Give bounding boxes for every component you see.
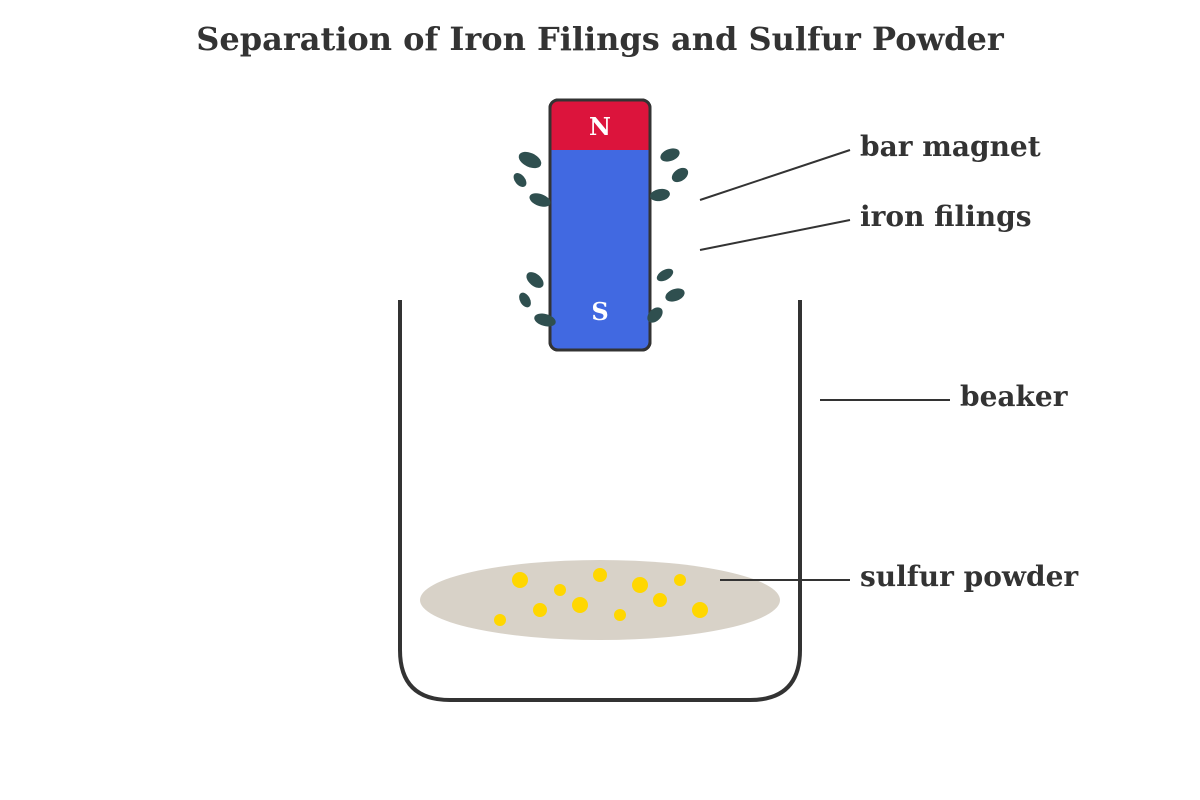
iron-filing <box>647 307 663 323</box>
iron-filings-leader-line <box>699 219 851 251</box>
magnet-north-cap <box>550 100 650 150</box>
iron-filing <box>529 193 551 207</box>
sulfur-particle <box>632 577 648 593</box>
bar-magnet: N S <box>548 98 652 352</box>
sulfur-particle <box>533 603 547 617</box>
sulfur-powder-label: sulfur powder <box>860 560 1079 593</box>
bar-magnet-label: bar magnet <box>860 130 1041 163</box>
sulfur-particle <box>494 614 506 626</box>
sulfur-particle <box>692 602 708 618</box>
sulfur-particle <box>674 574 686 586</box>
iron-filing <box>519 292 531 308</box>
iron-filing <box>671 167 689 183</box>
iron-filing <box>526 272 544 288</box>
sulfur-particles <box>494 568 708 626</box>
iron-filing <box>650 188 670 202</box>
iron-filing <box>656 268 674 282</box>
iron-filing <box>534 313 556 327</box>
sulfur-particle <box>512 572 528 588</box>
sulfur-particle <box>614 609 626 621</box>
sulfur-particle <box>653 593 667 607</box>
sulfur-particle <box>554 584 566 596</box>
diagram-title: Separation of Iron Filings and Sulfur Po… <box>196 20 1005 58</box>
iron-filing <box>518 151 542 169</box>
sulfur-particle <box>593 568 607 582</box>
sulfur-particle <box>572 597 588 613</box>
magnet-south-label: S <box>591 297 608 326</box>
iron-filing <box>660 148 680 162</box>
iron-filing <box>513 173 527 187</box>
beaker-label: beaker <box>960 380 1069 413</box>
powder-pile <box>420 560 780 640</box>
iron-filings <box>513 148 689 327</box>
bar-magnet-leader-line <box>699 149 851 201</box>
magnet-north-label: N <box>589 112 611 141</box>
magnet-outline <box>548 98 652 352</box>
beaker-outline <box>398 300 802 702</box>
iron-filing <box>665 288 685 302</box>
iron-filings-label: iron filings <box>860 200 1032 233</box>
